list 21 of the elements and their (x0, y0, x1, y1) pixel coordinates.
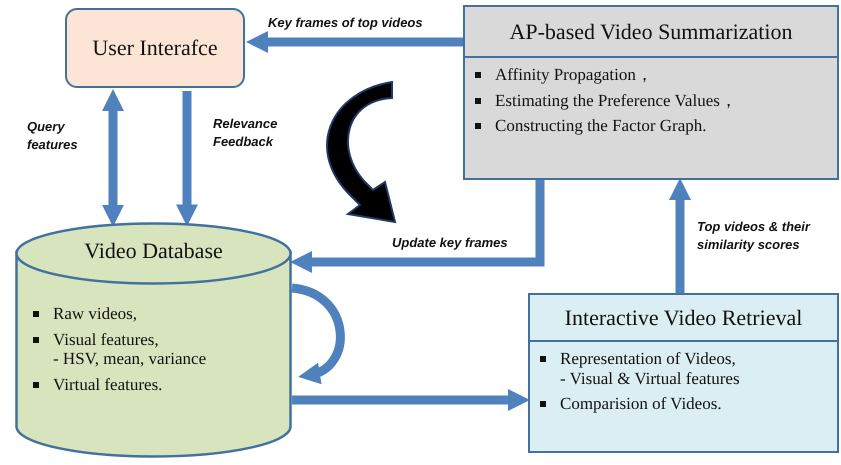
process-box (65, 8, 245, 88)
bullet-text: Estimating the Preference Values， (495, 90, 737, 110)
database-cylinder (15, 222, 292, 458)
bullet-text: Virtual features. (53, 374, 164, 394)
process-box (463, 5, 839, 180)
arrow (669, 178, 691, 293)
node-heading: AP-based Video Summarization (508, 18, 794, 46)
node-heading: Video Database (83, 237, 224, 265)
bullet-text: Constructing the Factor Graph. (495, 116, 708, 136)
arrow (246, 31, 463, 53)
arrow (290, 180, 544, 273)
bullet-text: Comparision of Videos. (560, 394, 723, 414)
bullet-text: Affinity Propagation， (495, 65, 654, 85)
bullet-text: Visual features, - HSV, mean, variance (53, 330, 206, 369)
arrow (291, 284, 345, 383)
bullet-text: Raw videos, (53, 304, 138, 324)
node-heading: User Interafce (91, 34, 219, 62)
arrow (292, 389, 530, 411)
process-box (528, 293, 839, 453)
bullet-text: Representation of Videos, - Visual & Virtual features (560, 349, 740, 388)
node-heading: Interactive Video Retrieval (564, 304, 804, 332)
